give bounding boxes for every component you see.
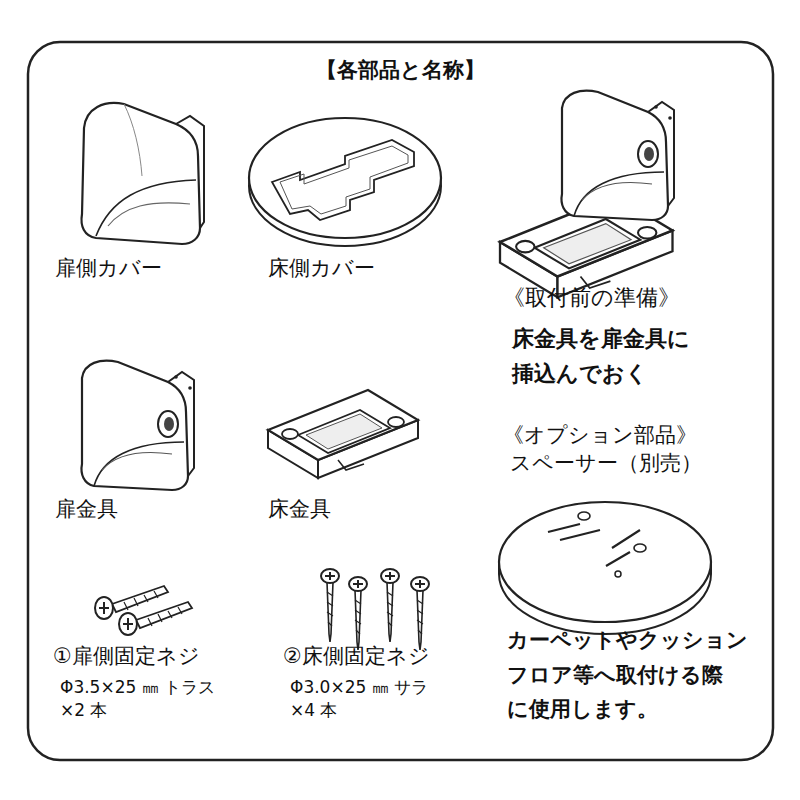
part-label: Φ3.0×25 ㎜ サラ ×4 本 — [290, 676, 428, 722]
part-label: 《取付前の準備》 — [503, 285, 680, 311]
label-line: スペーサー（別売） — [510, 451, 702, 476]
spacer-drawing — [499, 502, 711, 634]
part-label: カーペットやクッション フロア等へ取付ける際 に使用します。 — [507, 623, 748, 727]
label-line: 《取付前の準備》 — [503, 285, 680, 311]
heading: 【各部品と名称】 — [0, 58, 800, 83]
floor-bracket-drawing — [268, 390, 418, 478]
part-label: Φ3.5×25 ㎜ トラス ×2 本 — [60, 676, 215, 722]
floor-screws-drawing — [321, 569, 429, 650]
floor-cover-drawing — [249, 118, 441, 246]
part-label: 扉側カバー — [55, 256, 162, 281]
label-line: フロア等へ取付ける際 — [507, 658, 748, 693]
label-line: ②床側固定ネジ — [283, 644, 430, 669]
assembled-drawing — [500, 91, 674, 298]
part-label: 床金具 — [268, 497, 331, 522]
part-label: ①扉側固定ネジ — [53, 644, 200, 669]
part-label: 床金具を扉金具に 挿込んでおく — [512, 321, 690, 391]
part-label: ②床側固定ネジ — [283, 644, 430, 669]
door-cover-drawing — [82, 103, 204, 244]
outer-frame — [28, 42, 773, 760]
label-line: Φ3.5×25 ㎜ トラス — [60, 676, 215, 699]
part-label: 扉金具 — [55, 497, 118, 522]
door-bracket-drawing — [82, 361, 195, 490]
label-line: ×2 本 — [60, 699, 215, 722]
door-screws-drawing — [95, 586, 192, 635]
part-label: スペーサー（別売） — [510, 451, 702, 476]
label-line: ①扉側固定ネジ — [53, 644, 200, 669]
label-line: 床金具を扉金具に — [512, 321, 690, 356]
label-line: 《オプション部品》 — [503, 423, 697, 448]
label-line: 床金具 — [268, 497, 331, 522]
label-line: Φ3.0×25 ㎜ サラ — [290, 676, 428, 699]
part-label: 床側カバー — [268, 256, 375, 281]
label-line: 挿込んでおく — [512, 356, 690, 391]
label-line: 扉金具 — [55, 497, 118, 522]
label-line: カーペットやクッション — [507, 623, 748, 658]
label-line: ×4 本 — [290, 699, 428, 722]
part-label: 《オプション部品》 — [503, 423, 697, 448]
label-line: 床側カバー — [268, 256, 375, 281]
label-line: 扉側カバー — [55, 256, 162, 281]
label-line: に使用します。 — [507, 692, 748, 727]
